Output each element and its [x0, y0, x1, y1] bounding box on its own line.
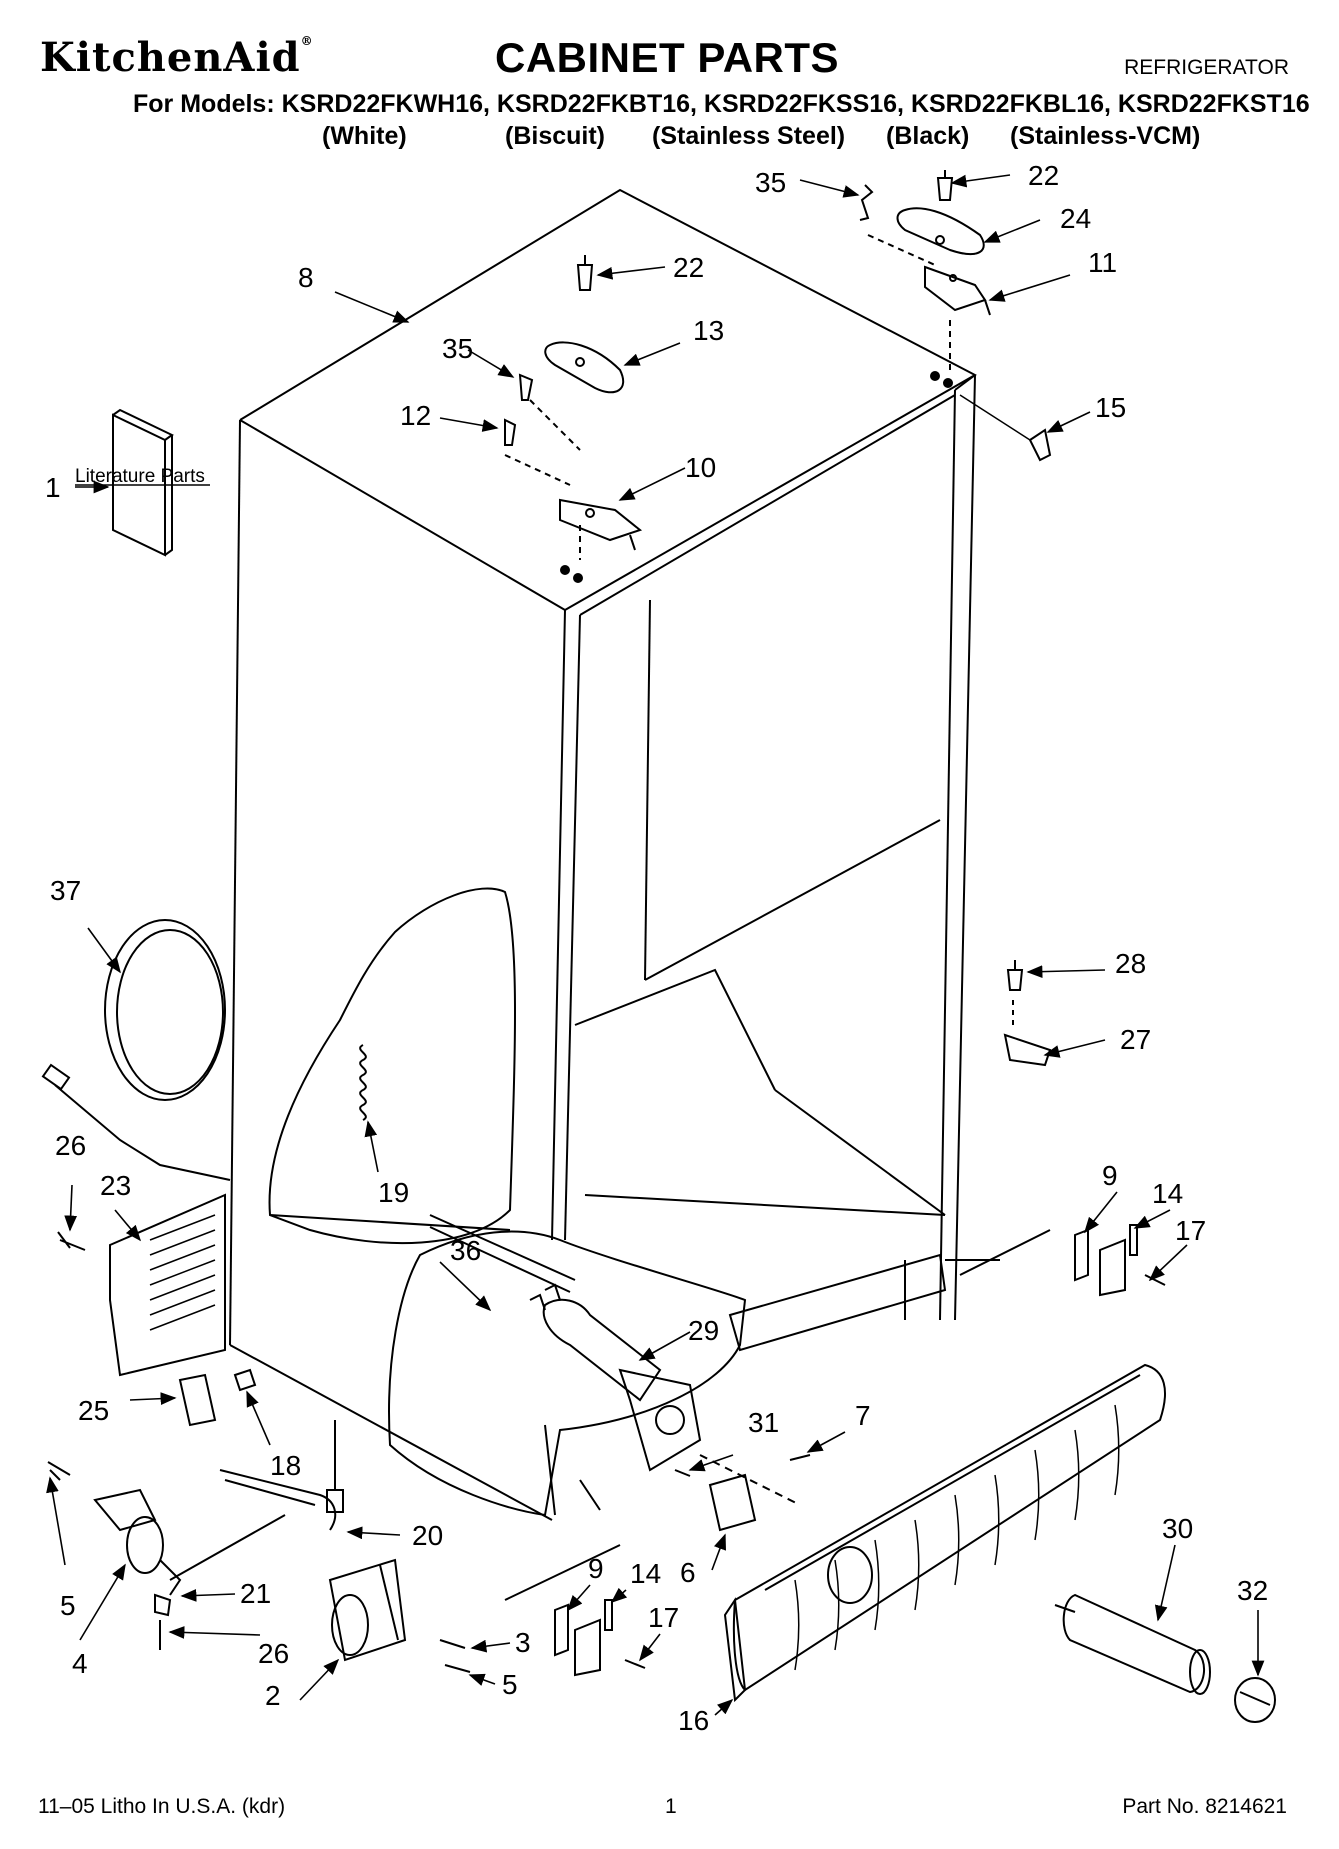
callout-35: 35 — [755, 167, 786, 198]
callout-8: 8 — [298, 262, 314, 293]
parts-4-5-21-26 — [47, 1461, 286, 1650]
part-20-tube — [219, 1420, 344, 1531]
part-30-water-filter — [1054, 1593, 1211, 1695]
callout-14: 14 — [630, 1558, 661, 1589]
callout-23: 23 — [100, 1170, 131, 1201]
variant-stainless-steel: (Stainless Steel) — [652, 122, 846, 150]
cutaway-bottom — [388, 1230, 747, 1517]
callout-32: 32 — [1237, 1575, 1268, 1606]
footer-litho: 11–05 Litho In U.S.A. (kdr) — [38, 1795, 286, 1818]
parts-2-3-5-assembly — [328, 1558, 471, 1673]
callout-22: 22 — [673, 252, 704, 283]
part-36-tube — [429, 1214, 576, 1293]
callout-5: 5 — [60, 1590, 76, 1621]
callout-18: 18 — [270, 1450, 301, 1481]
top-right-hinge-group — [859, 170, 991, 388]
callout-26: 26 — [258, 1638, 289, 1669]
callout-30: 30 — [1162, 1513, 1193, 1544]
part-29-inlet-valve — [529, 1283, 702, 1472]
cutaway-left — [268, 887, 516, 1245]
callout-14: 14 — [1152, 1178, 1183, 1209]
callout-17: 17 — [648, 1602, 679, 1633]
part-15 — [1028, 428, 1052, 462]
parts-9-14-17-bottom — [504, 1544, 646, 1677]
callout-1: 1 — [45, 472, 61, 503]
center-hinge-group — [504, 255, 643, 583]
part-19-spring — [359, 1044, 367, 1121]
callout-19: 19 — [378, 1177, 409, 1208]
callout-9: 9 — [1102, 1160, 1118, 1191]
part-1-literature — [112, 408, 174, 557]
category-label: REFRIGERATOR — [1124, 56, 1289, 79]
callout-35: 35 — [442, 333, 473, 364]
callout-17: 17 — [1175, 1215, 1206, 1246]
callout-31: 31 — [748, 1407, 779, 1438]
callout-4: 4 — [72, 1648, 88, 1679]
brand-logo: KitchenAid® — [40, 34, 314, 81]
callout-5: 5 — [502, 1669, 518, 1700]
callout-2: 2 — [265, 1680, 281, 1711]
part-23-back-vent — [57, 1193, 226, 1377]
parts-18-25 — [178, 1368, 257, 1427]
callout-13: 13 — [693, 315, 724, 346]
callout-26: 26 — [55, 1130, 86, 1161]
callout-20: 20 — [412, 1520, 443, 1551]
callout-3: 3 — [515, 1627, 531, 1658]
callout-10: 10 — [685, 452, 716, 483]
callout-24: 24 — [1060, 203, 1091, 234]
cabinet-shell — [229, 188, 1051, 1521]
callout-9: 9 — [588, 1553, 604, 1584]
callout-36: 36 — [450, 1235, 481, 1266]
callout-16: 16 — [678, 1705, 709, 1736]
parts-27-28-bracket — [1003, 960, 1052, 1067]
models-line: For Models: KSRD22FKWH16, KSRD22FKBT16, … — [133, 90, 1310, 118]
variant-biscuit: (Biscuit) — [505, 122, 605, 150]
parts-6-7-31 — [674, 1454, 811, 1532]
callout-11: 11 — [1088, 247, 1117, 278]
variant-black: (Black) — [886, 122, 970, 150]
footer-part-number: Part No. 8214621 — [1122, 1795, 1287, 1818]
callout-28: 28 — [1115, 948, 1146, 979]
part-16-toe-grille — [723, 1363, 1166, 1703]
parts-9-14-17-right — [1074, 1224, 1166, 1297]
callout-15: 15 — [1095, 392, 1126, 423]
callout-7: 7 — [855, 1400, 871, 1431]
part-15-leader-line — [959, 394, 1031, 441]
footer-page-number: 1 — [665, 1795, 677, 1818]
callout-27: 27 — [1120, 1024, 1151, 1055]
callout-6: 6 — [680, 1557, 696, 1588]
part-37-water-tube — [41, 919, 231, 1181]
variant-stainless-vcm: (Stainless-VCM) — [1010, 122, 1201, 150]
callout-22: 22 — [1028, 160, 1059, 191]
callout-29: 29 — [688, 1315, 719, 1346]
variant-white: (White) — [322, 122, 407, 150]
literature-parts-label: Literature Parts — [75, 466, 205, 487]
callout-25: 25 — [78, 1395, 109, 1426]
callout-21: 21 — [240, 1578, 271, 1609]
part-32-filter-cap — [1234, 1677, 1276, 1723]
callout-37: 37 — [50, 875, 81, 906]
page-title: CABINET PARTS — [495, 34, 840, 81]
callout-12: 12 — [400, 400, 431, 431]
